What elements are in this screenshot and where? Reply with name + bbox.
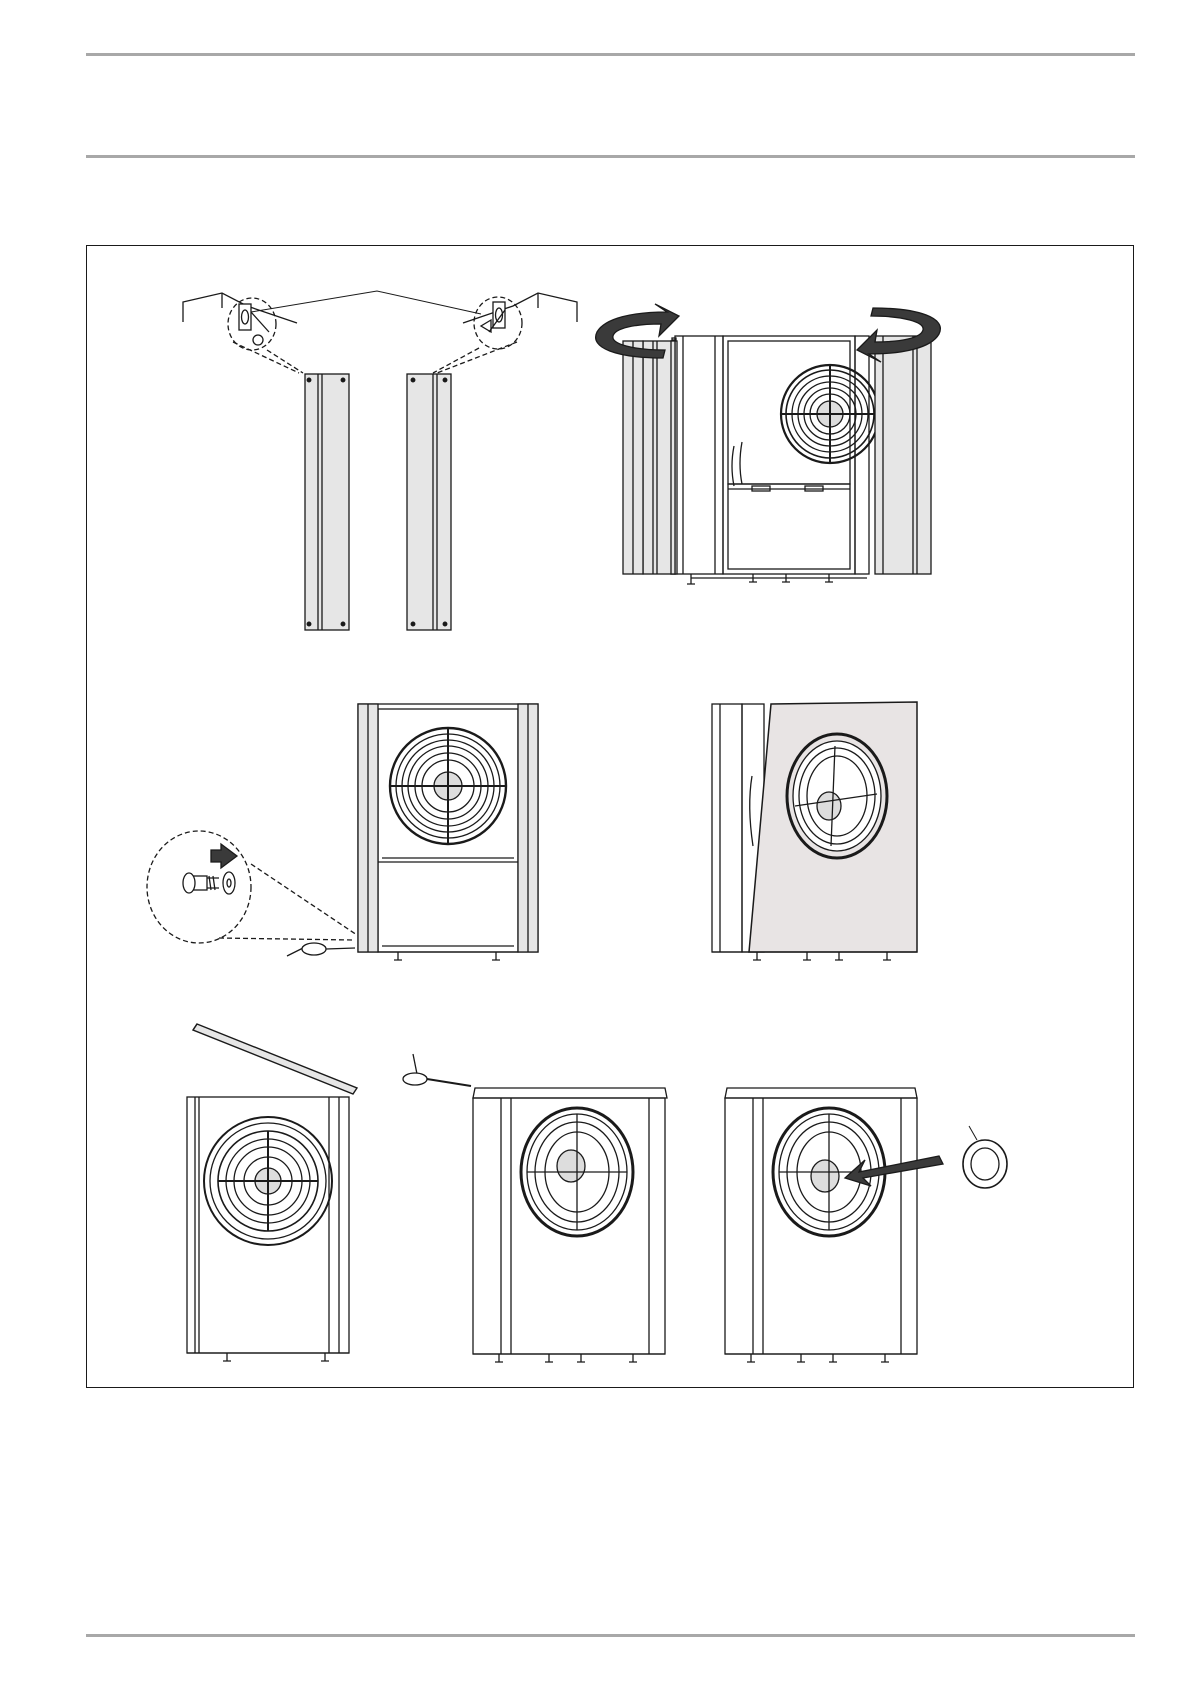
panel-side-panel-clips [183, 291, 577, 630]
panel-remove-side-panels [596, 304, 941, 584]
panel-remove-top-cover [187, 1024, 357, 1361]
footer-rule [86, 1634, 1135, 1637]
callout-leader-line [251, 291, 481, 314]
side-panel-removed-left [623, 341, 677, 574]
front-panel-icon [749, 702, 917, 952]
fan-icon-screwdriver-panel [521, 1108, 633, 1236]
panel-screwdriver-top [403, 1054, 667, 1362]
screw-washer-icon [183, 844, 237, 894]
panel-clip-detail-icon-right [481, 302, 505, 332]
screwdriver-icon-top [403, 1054, 471, 1086]
installation-figure [86, 245, 1134, 1388]
header-rule-top [86, 53, 1135, 56]
header-rule-bottom [86, 155, 1135, 158]
detail-circle-left [228, 298, 276, 350]
top-cover-icon [193, 1024, 357, 1094]
side-panel-left [305, 374, 349, 630]
side-panel-removed-right [875, 336, 931, 574]
screwdriver-icon [287, 943, 355, 956]
side-panel-right [407, 374, 451, 630]
panel-remove-front-screw [147, 704, 538, 960]
fan-icon [781, 365, 879, 463]
panel-tilt-front-panel [712, 702, 917, 960]
cap-ring-icon [963, 1126, 1007, 1188]
fan-icon-front [390, 728, 506, 844]
panel-fit-cap-ring [725, 1088, 1007, 1362]
fan-icon-top-removed [204, 1117, 332, 1245]
